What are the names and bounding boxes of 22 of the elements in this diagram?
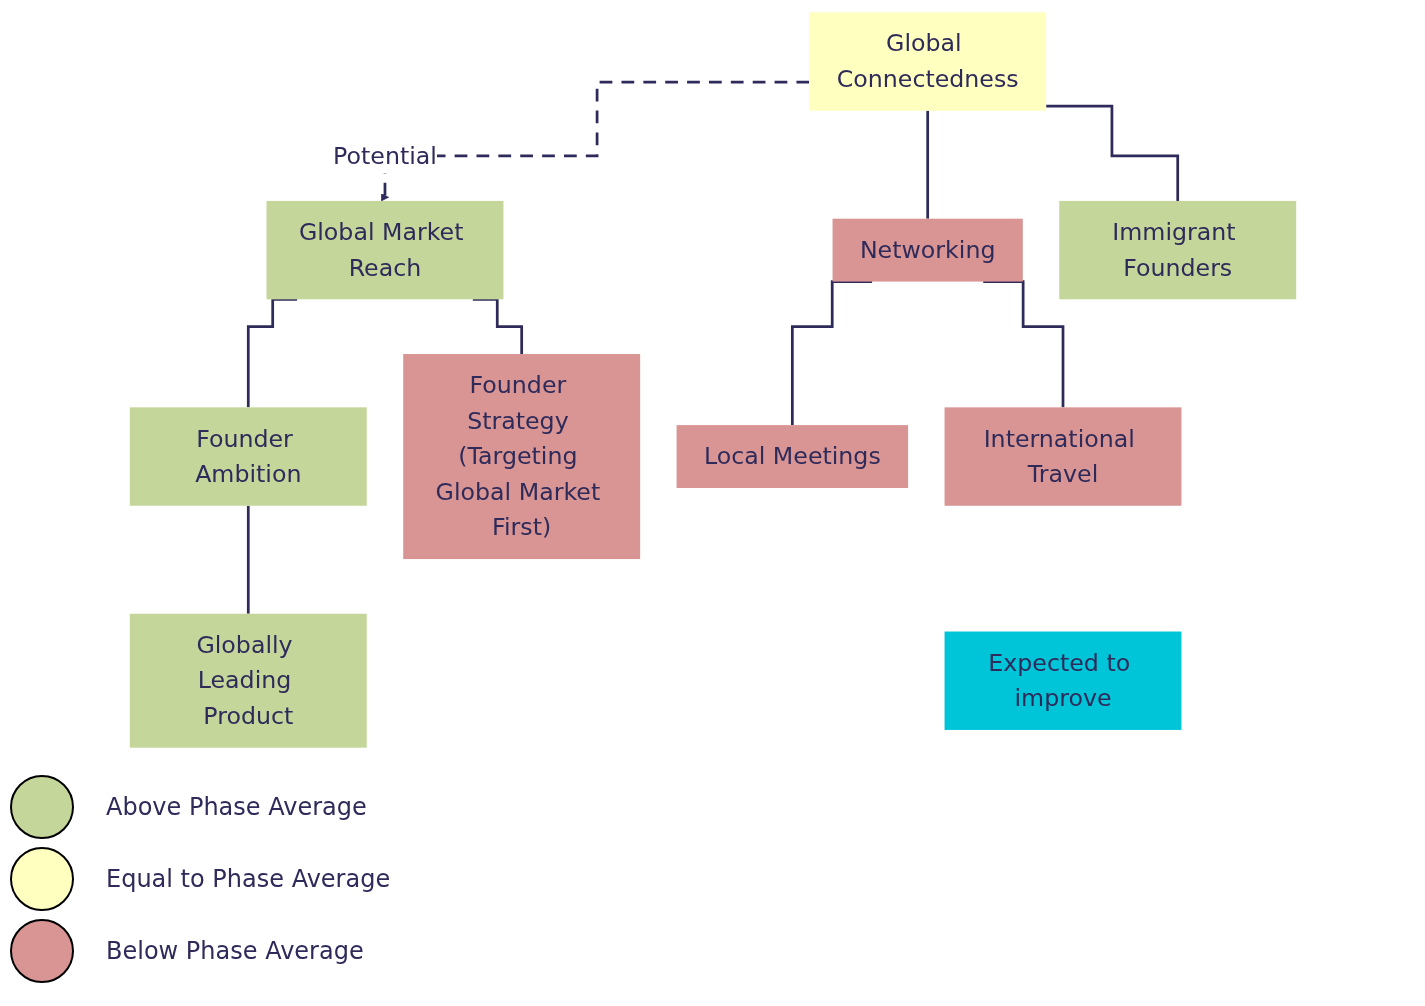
node-box: Globally Leading Product	[129, 613, 367, 748]
connector	[790, 280, 872, 427]
node-box: Global Market Reach	[266, 200, 503, 300]
node-box: International Travel	[944, 407, 1181, 506]
node-box: Immigrant Founders	[1058, 200, 1296, 300]
connector	[1045, 104, 1179, 203]
legend-label: Above Phase Average	[106, 793, 367, 821]
legend-label: Equal to Phase Average	[106, 865, 391, 893]
connector	[982, 280, 1064, 409]
node-box: Networking	[832, 218, 1023, 282]
node-box: Founder Strategy (Targeting Global Market First)	[402, 354, 640, 560]
node-box: Founder Ambition	[129, 407, 367, 506]
legend-label: Below Phase Average	[106, 937, 364, 965]
node-box: Global Connectedness	[808, 12, 1046, 111]
node-box: Expected to improve	[944, 631, 1181, 730]
connector	[472, 298, 523, 356]
connector	[246, 504, 250, 616]
connector	[246, 298, 297, 409]
edge-label: Potential	[332, 141, 437, 170]
node-box: Local Meetings	[676, 425, 908, 488]
arrow	[380, 80, 809, 202]
connector	[925, 109, 929, 221]
